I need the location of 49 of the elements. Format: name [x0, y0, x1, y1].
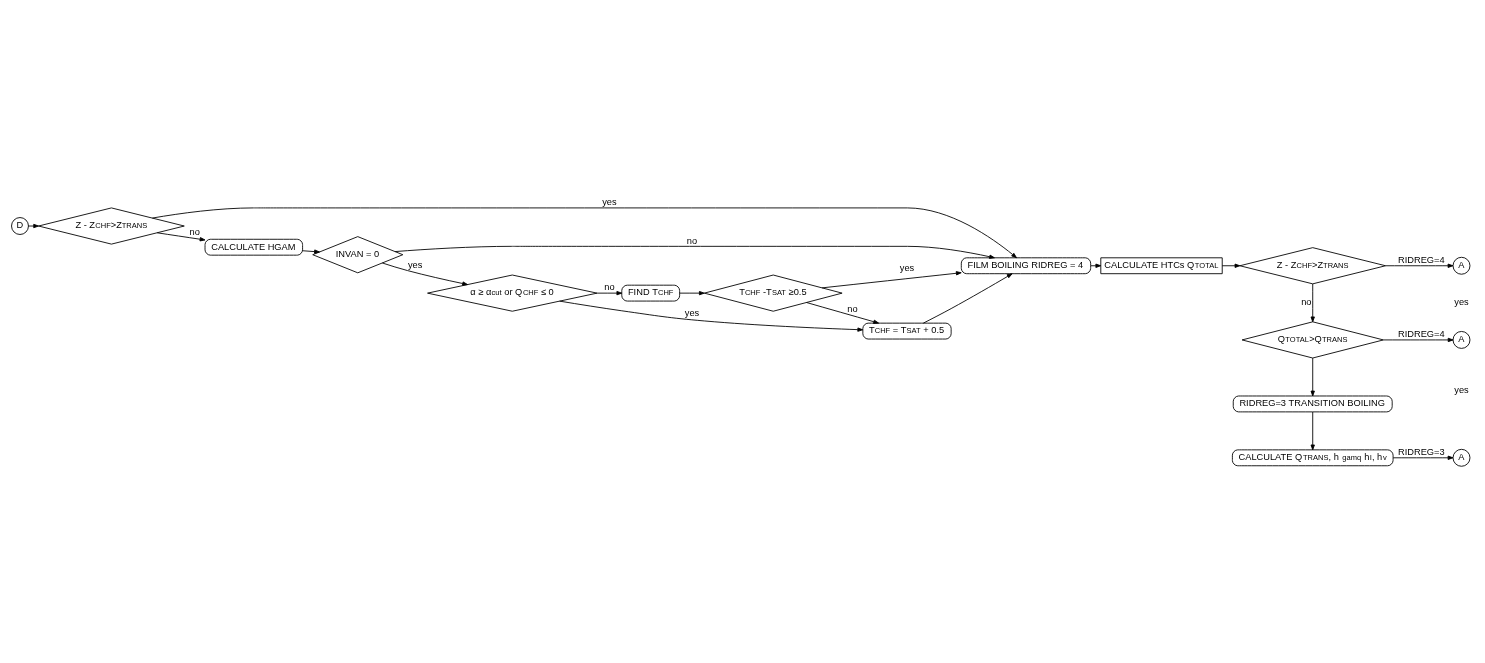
node-diamond: QTOTAL>QTRANS: [1241, 320, 1384, 358]
arrow: [1392, 455, 1454, 460]
node-box: CALCULATE HTCs QTOTAL: [1100, 256, 1223, 274]
node-diamond: Z - ZCHF>ZTRANS: [1239, 246, 1386, 284]
arrow: [1310, 357, 1315, 396]
arrow: [1310, 283, 1315, 322]
arrow: [156, 231, 206, 241]
node-diamond: TCHF -TSAT ≥0.5: [703, 274, 843, 312]
node-box: CALCULATE HGAM: [204, 238, 304, 256]
arrow: [1383, 337, 1454, 342]
arrow: [559, 300, 864, 332]
edge-label: yes: [602, 196, 617, 207]
node-box: FIND TCHF: [621, 284, 681, 301]
label: yes: [1454, 296, 1469, 307]
edge-label: RIDREG=4: [1398, 254, 1445, 265]
arrow: [1385, 263, 1454, 268]
arrow: [1310, 411, 1315, 450]
arrow: [679, 290, 705, 295]
arrow: [1221, 263, 1241, 268]
edge-label: yes: [407, 259, 423, 270]
arrow: [151, 207, 1017, 258]
arrow: [922, 272, 1013, 324]
label: yes: [1454, 384, 1469, 395]
arrow: [394, 245, 995, 259]
arrow: [381, 262, 468, 286]
edge-label: no: [686, 235, 698, 246]
node-box: CALCULATE QTRANS, h gamq hl, hv: [1231, 448, 1394, 466]
node-circle: A: [1452, 256, 1471, 275]
arrow: [28, 223, 39, 228]
edge-label: yes: [684, 307, 700, 318]
node-circle: D: [11, 216, 29, 235]
node-diamond: Z - ZCHF>ZTRANS: [38, 207, 185, 245]
node-box: RIDREG=3 TRANSITION BOILING: [1232, 395, 1393, 412]
edge-label: no: [604, 281, 615, 292]
edge-label: yes: [899, 262, 915, 273]
node-box: TCHF = TSAT + 0.5: [862, 322, 952, 339]
edge-label: no: [189, 226, 200, 237]
edge-label: no: [847, 303, 858, 314]
arrow: [806, 301, 880, 324]
arrow: [1090, 263, 1102, 268]
node-diamond: α ≥ αcut or QCHF ≤ 0: [427, 274, 598, 312]
edge-label: RIDREG=3: [1398, 446, 1445, 457]
arrow: [821, 270, 962, 288]
node-circle: A: [1452, 448, 1471, 467]
arrow: [302, 248, 320, 254]
edge-label: RIDREG=4: [1398, 328, 1445, 339]
node-circle: A: [1452, 330, 1471, 349]
arrow: [596, 290, 623, 295]
edge-label: no: [1301, 296, 1312, 307]
